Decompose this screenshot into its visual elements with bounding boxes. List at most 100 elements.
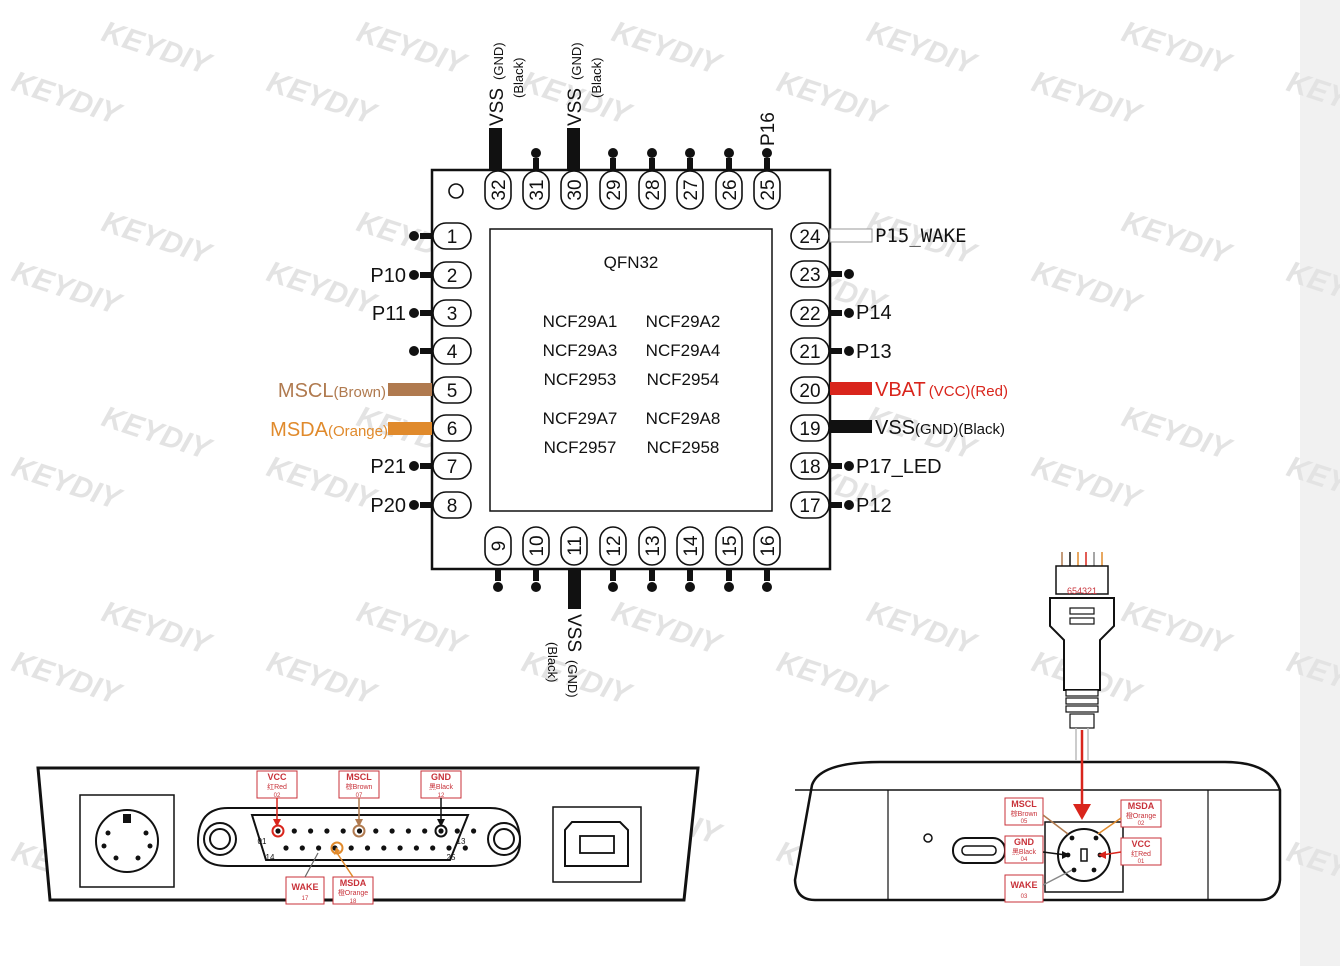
watermark-text: KEYDIY xyxy=(353,595,472,662)
tag-mscl-right: MSCL 棕Brown 05 xyxy=(1004,797,1044,826)
label-vss-bottom-11: VSS (GND) (Black) xyxy=(545,614,584,698)
watermark-text: KEYDIY xyxy=(1028,65,1147,132)
pin-10: 10 xyxy=(522,526,550,566)
label-p10: P10 xyxy=(370,265,406,287)
pin-25: 25 xyxy=(753,170,781,210)
db25-pin xyxy=(275,828,281,834)
db25-pin xyxy=(356,828,363,834)
svg-text:(GND): (GND) xyxy=(565,660,580,698)
label-p17-led: P17_LED xyxy=(856,456,942,478)
db25-pin xyxy=(381,845,387,851)
pin-21: 21 xyxy=(790,337,830,365)
svg-text:(Black): (Black) xyxy=(545,642,560,682)
svg-text:棕Brown: 棕Brown xyxy=(346,782,373,791)
svg-text:(GND): (GND) xyxy=(491,42,506,80)
db25-pin xyxy=(438,828,444,834)
svg-text:(Black): (Black) xyxy=(511,58,526,98)
svg-text:654321: 654321 xyxy=(1067,586,1097,596)
pin-19: 19 xyxy=(790,414,830,442)
pin-labels: P10 P11 MSCL(Brown) MSDA(Orange) P21 P20… xyxy=(270,42,1008,697)
watermark-text: KEYDIY xyxy=(608,15,727,82)
pin-8: 8 xyxy=(432,491,472,519)
db25-pin xyxy=(283,845,289,851)
pin-1: 1 xyxy=(432,222,472,250)
chip-model: NCF2953 xyxy=(544,370,617,389)
watermark-text: KEYDIY xyxy=(1118,205,1237,272)
svg-text:29: 29 xyxy=(604,179,625,200)
db25-pin xyxy=(446,845,452,851)
pin-15: 15 xyxy=(715,526,743,566)
pin-5: 5 xyxy=(432,376,472,404)
pin-17: 17 xyxy=(790,491,830,519)
label-vss-top-32: VSS (GND) (Black) xyxy=(487,42,526,126)
label-p15-wake: P15_WAKE xyxy=(875,225,967,247)
tag-wake: WAKE 17 xyxy=(285,876,325,905)
chip-model: NCF29A2 xyxy=(646,312,721,331)
svg-text:17: 17 xyxy=(799,496,820,517)
svg-text:(GND): (GND) xyxy=(569,42,584,80)
svg-text:红Red: 红Red xyxy=(1131,849,1151,858)
svg-text:VSS: VSS xyxy=(565,88,586,126)
label-p11: P11 xyxy=(372,303,406,325)
cable-connector: 654321 xyxy=(1049,552,1115,760)
mscl-wire xyxy=(388,383,432,396)
watermark-text: KEYDIY xyxy=(773,65,892,132)
vss-wire-top-32 xyxy=(489,128,502,170)
chip-model: NCF2954 xyxy=(647,370,720,389)
pin-31: 31 xyxy=(522,170,550,210)
chip-model: NCF29A3 xyxy=(543,341,618,360)
pin-14: 14 xyxy=(676,526,704,566)
svg-text:6: 6 xyxy=(447,419,458,440)
svg-text:10: 10 xyxy=(527,535,548,556)
pin-29: 29 xyxy=(599,170,627,210)
watermark-text: KEYDIY xyxy=(8,645,127,712)
watermark-text: KEYDIY xyxy=(863,15,982,82)
svg-text:07: 07 xyxy=(356,793,363,799)
vss-wire-bottom-11 xyxy=(568,569,581,609)
watermark-text: KEYDIY xyxy=(8,450,127,517)
pin-27: 27 xyxy=(676,170,704,210)
svg-text:27: 27 xyxy=(681,179,702,200)
watermark-text: KEYDIY xyxy=(8,255,127,322)
pin-12: 12 xyxy=(599,526,627,566)
svg-text:15: 15 xyxy=(720,535,741,556)
svg-text:02: 02 xyxy=(1138,821,1145,827)
watermark-text: KEYDIY xyxy=(263,255,382,322)
watermark-text: KEYDIY xyxy=(863,595,982,662)
svg-text:GND: GND xyxy=(1014,837,1035,847)
watermark-text: KEYDIY xyxy=(1283,255,1340,322)
tag-gnd: GND 黑Black 12 xyxy=(420,770,462,799)
pin-26: 26 xyxy=(715,170,743,210)
tag-msda-right: MSDA 橙Orange 02 xyxy=(1120,799,1162,828)
svg-text:19: 19 xyxy=(799,419,820,440)
db25-pin xyxy=(413,845,419,851)
watermark-text: KEYDIY xyxy=(1283,65,1340,132)
db25-pin xyxy=(308,828,314,834)
db25-pin xyxy=(389,828,395,834)
vss-wire-top-30 xyxy=(567,128,580,170)
svg-text:MSDA: MSDA xyxy=(340,878,367,888)
svg-text:28: 28 xyxy=(643,179,664,200)
pin-7: 7 xyxy=(432,452,472,480)
watermark-text: KEYDIY xyxy=(263,65,382,132)
svg-text:棕Brown: 棕Brown xyxy=(1011,809,1038,818)
svg-text:红Red: 红Red xyxy=(267,782,287,791)
svg-text:14: 14 xyxy=(681,535,702,557)
svg-text:P16: P16 xyxy=(758,112,779,146)
right-device: 654321 MSCL 棕Brown 05 MSDA 橙Orang xyxy=(793,552,1282,903)
db25-pin xyxy=(291,828,297,834)
svg-text:3: 3 xyxy=(447,304,458,325)
pin-13: 13 xyxy=(638,526,666,566)
pin1-marker xyxy=(448,183,464,199)
svg-text:黑Black: 黑Black xyxy=(429,783,454,791)
svg-text:7: 7 xyxy=(447,457,458,478)
db25-pin xyxy=(422,828,428,834)
db25-pin xyxy=(299,845,305,851)
tag-vcc-right: VCC 红Red 01 xyxy=(1120,837,1162,866)
svg-text:VSS: VSS xyxy=(563,614,584,652)
svg-text:4: 4 xyxy=(447,342,458,363)
vss-wire-right xyxy=(830,420,872,433)
svg-text:25: 25 xyxy=(758,179,779,200)
